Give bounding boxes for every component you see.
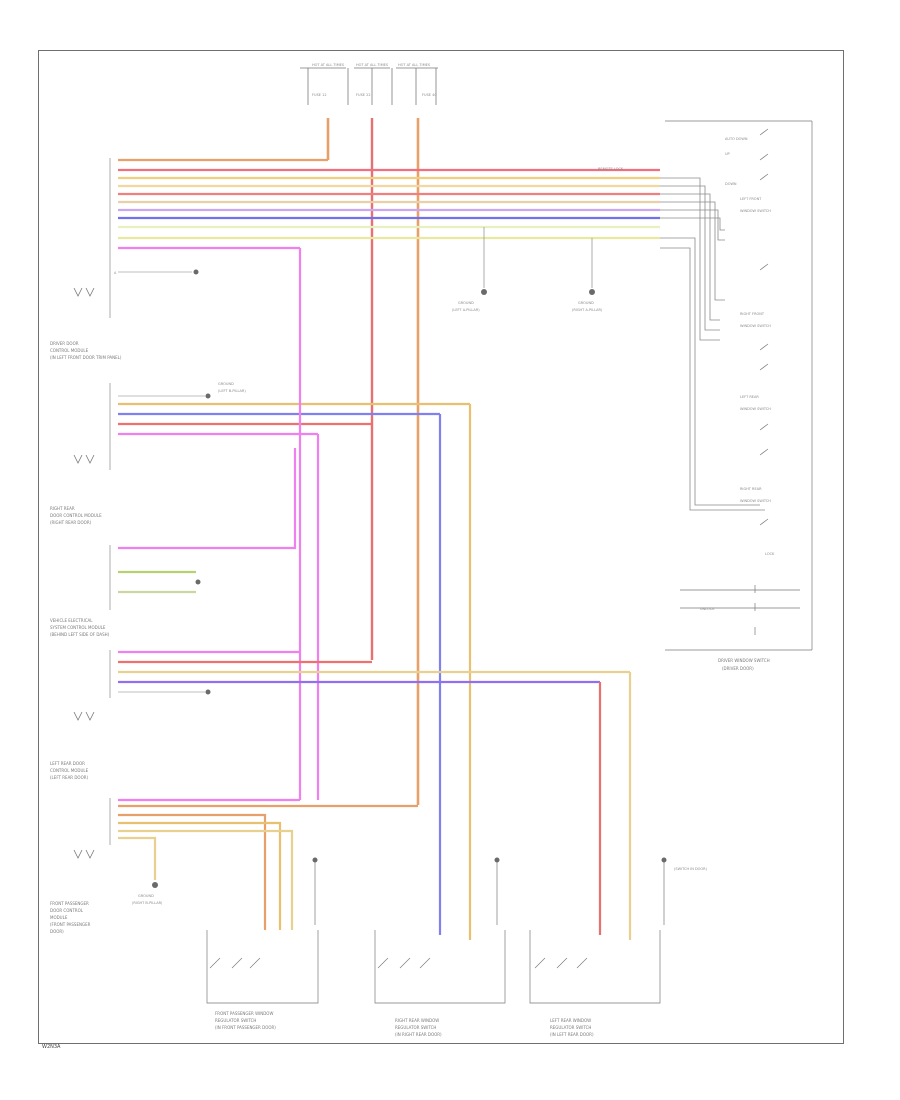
lr-module-symbol [73,711,95,721]
ground-2-loc: (RIGHT A-PILLAR) [572,308,603,312]
fp-module-loc: (FRONT PASSENGER [50,922,91,927]
ground-point-2 [589,289,595,295]
ground-1-label: GROUND [458,301,474,305]
ground-point-1 [481,289,487,295]
lr-switch-sub: REGULATOR SWITCH [550,1025,591,1030]
rr-switch-loc: (IN RIGHT REAR DOOR) [395,1032,442,1037]
bottom-ground-3 [661,857,667,863]
fuse-3-label: HOT AT ALL TIMES [398,63,431,67]
driver-bus-wires [118,158,660,250]
rr-module-sub: DOOR CONTROL MODULE [50,513,102,518]
lr-module-wires [118,650,630,693]
fp-switch-title: FRONT PASSENGER WINDOW [215,1011,273,1016]
fuse-1-number: FUSE 12 [312,93,327,97]
bottom-ground-2 [494,857,500,863]
fp-module-sub: DOOR CONTROL [50,908,84,913]
rr-ground-label: GROUND [218,382,234,386]
fp-ground-label: GROUND [138,894,154,898]
rr-module-title: RIGHT REAR [50,506,75,511]
lr-module-title: LEFT REAR DOOR [50,761,85,766]
fuse-2-number: FUSE 22 [356,93,371,97]
rr-switch-title: RIGHT REAR WINDOW [395,1018,439,1023]
driver-module-loc: (IN LEFT FRONT DOOR TRIM PANEL) [50,355,122,360]
switch-label-down-1: DOWN [725,182,737,186]
remote-lock-tag: REMOTE LOCK [598,167,624,171]
driver-window-switch-loc: (DRIVER DOOR) [722,666,754,671]
bottom-switch-boxes [206,862,665,1004]
switch-block-sub-4: WINDOW SWITCH [740,499,771,503]
rr-switch-sub: REGULATOR SWITCH [395,1025,436,1030]
bottom-ground-1 [312,857,318,863]
conn-label-a: A [114,271,117,275]
vesm-title: VEHICLE ELECTRICAL [50,618,93,623]
fp-switch-loc: (IN FRONT PASSENGER DOOR) [215,1025,276,1030]
fp-module-symbol [73,849,95,859]
driver-window-switch-title: DRIVER WINDOW SWITCH [718,658,770,663]
fuse-3-number: FUSE 40 [422,93,437,97]
fp-module-title: FRONT PASSENGER [50,901,89,906]
driver-window-switch [665,120,813,651]
switch-block-sub-1: WINDOW SWITCH [740,209,771,213]
switch-block-label-3: LEFT REAR [740,395,759,399]
switch-label-up-1: UP [725,152,730,156]
ground-2-label: GROUND [578,301,594,305]
rr-module-symbol [73,454,95,464]
rr-ground-loc: (LEFT B-PILLAR) [218,389,246,393]
switch-in-door-tag: (SWITCH IN DOOR) [674,867,708,871]
switch-block-sub-3: WINDOW SWITCH [740,407,771,411]
lr-switch-loc: (IN LEFT REAR DOOR) [550,1032,594,1037]
vesm-conn-dot [195,579,201,585]
vesm-sub: SYSTEM CONTROL MODULE [50,625,106,630]
lr-module-loc: (LEFT REAR DOOR) [50,775,89,780]
fp-ground-dot [152,882,158,888]
fp-ground-loc: (RIGHT B-PILLAR) [132,901,163,905]
driver-module-symbol [73,287,95,297]
lr-switch-title: LEFT REAR WINDOW [550,1018,591,1023]
fp-module-loc2: DOOR) [50,929,64,934]
fp-module-wires [118,798,418,930]
fp-module-sub2: MODULE [50,915,68,920]
switch-block-sub-2: WINDOW SWITCH [740,324,771,328]
driver-ground-dot [193,269,199,275]
switch-text-group: AUTO DOWN UP DOWN LEFT FRONT WINDOW SWIT… [700,137,775,671]
switch-block-label-2: RIGHT FRONT [740,312,765,316]
wire-fp-to-ground [118,836,157,880]
switch-block-label-4: RIGHT REAR [740,487,762,491]
switch-label-lock: LOCK [765,552,775,556]
wire-pink-to-vesm [118,448,297,550]
driver-switch-bundle [660,177,765,511]
rr-module-loc: (RIGHT REAR DOOR) [50,520,92,525]
driver-module-sub: CONTROL MODULE [50,348,89,353]
rr-module-wires [118,395,470,436]
diagram-frame [38,50,844,1044]
page-id: W2N3A [42,1044,61,1050]
rr-ground-dot [205,393,211,399]
lr-ground-dot [205,689,211,695]
driver-bus-grounds [483,227,593,288]
fp-switch-sub: REGULATOR SWITCH [215,1018,256,1023]
driver-module-title: DRIVER DOOR [50,341,79,346]
fuse-2-label: HOT AT ALL TIMES [356,63,389,67]
switch-label-auto-1: AUTO DOWN [725,137,748,141]
fuse-1-label: HOT AT ALL TIMES [312,63,345,67]
vesm-loc: (BEHIND LEFT SIDE OF DASH) [50,632,110,637]
fuse-label-group: HOT AT ALL TIMES FUSE 12 HOT AT ALL TIME… [312,63,437,97]
top-fuse-feeds [300,67,438,105]
switch-label-unlock: UNLOCK [700,607,715,611]
switch-block-label-1: LEFT FRONT [740,197,762,201]
lr-module-sub: CONTROL MODULE [50,768,89,773]
ground-1-loc: (LEFT A-PILLAR) [452,308,480,312]
